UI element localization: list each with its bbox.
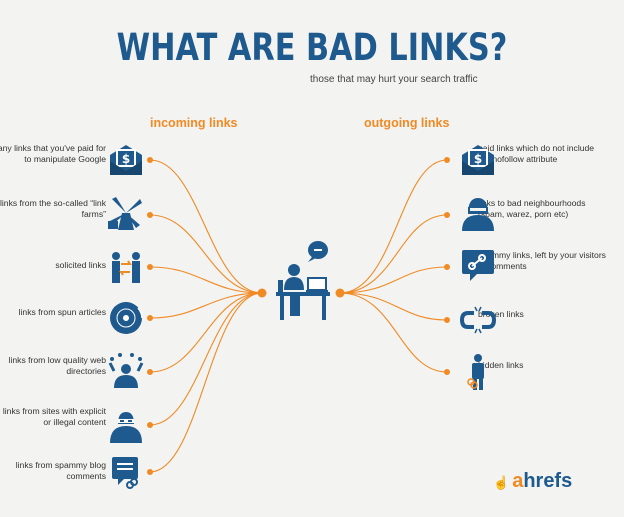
outgoing-heading: outgoing links (364, 116, 450, 130)
connector-line (339, 266, 448, 294)
connector-line (149, 292, 263, 473)
ahrefs-logo: ☝ahrefs (493, 470, 573, 492)
page-title: WHAT ARE BAD LINKS? (116, 26, 508, 69)
spinning-disc-icon (110, 302, 143, 334)
juggler-icon (108, 353, 144, 388)
connector-line (339, 292, 448, 373)
dollar-envelope-icon: $ (462, 145, 494, 175)
connector-line (149, 159, 263, 294)
hidden-person-icon (467, 354, 484, 390)
person-at-computer-icon (276, 241, 330, 320)
outgoing-item: links to bad neighbourhoods (spam, warez… (478, 198, 586, 219)
connector-line (149, 214, 263, 294)
masked-person-icon (110, 412, 142, 443)
svg-text:$: $ (122, 152, 130, 166)
windmill-icon (108, 197, 142, 230)
broken-link-icon (460, 306, 496, 334)
cursor-hand-icon: ☝ (493, 475, 510, 490)
comment-link-icon (462, 250, 494, 281)
svg-text:$: $ (474, 152, 482, 166)
dollar-envelope-icon: $ (110, 145, 142, 175)
outgoing-item: hidden links (478, 360, 524, 370)
incoming-item: links from spun articles (18, 307, 106, 317)
outgoing-item: paid links which do not include the nofo… (478, 143, 595, 164)
incoming-item: links from sites with explicit or illega… (2, 406, 106, 427)
outgoing-item: broken links (478, 309, 524, 319)
exchange-hands-icon (112, 252, 140, 283)
incoming-item: solicited links (55, 260, 106, 270)
connector-line (339, 292, 448, 321)
incoming-item: any links that you've paid for to manipu… (0, 143, 106, 164)
outgoing-item: spammy links, left by your visitors in c… (478, 250, 606, 271)
connector-line (339, 214, 448, 294)
incoming-item: links from the so-called “link farms” (0, 198, 106, 219)
connector-line (149, 292, 263, 319)
comment-link-icon (112, 457, 138, 489)
connector-line (149, 292, 263, 373)
incoming-item: links from spammy blog comments (15, 460, 106, 481)
incoming-heading: incoming links (150, 116, 238, 130)
page-subtitle: those that may hurt your search traffic (310, 74, 478, 85)
hooded-person-icon (462, 198, 494, 231)
connector-line (149, 266, 263, 294)
incoming-item: links from low quality web directories (8, 355, 106, 376)
connector-line (149, 292, 263, 426)
connector-line (339, 159, 448, 294)
